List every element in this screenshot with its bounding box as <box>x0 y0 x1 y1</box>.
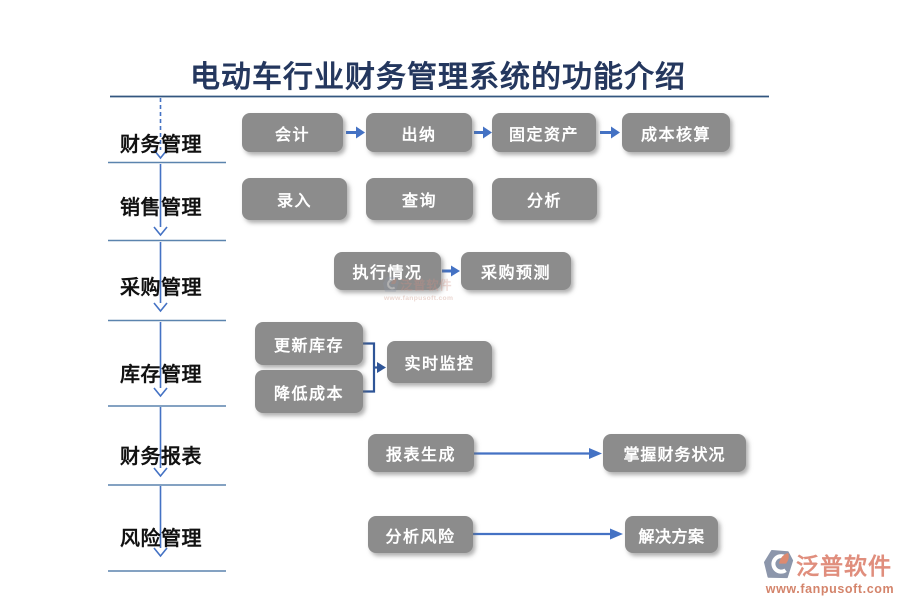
brand-logo-icon <box>764 549 794 578</box>
node-report-generation: 报表生成 <box>368 434 474 472</box>
right-arrow-icon <box>474 448 602 459</box>
category-label-report: 财务报表 <box>120 446 202 468</box>
brand-name: 泛普软件 <box>400 278 453 293</box>
node-solution: 解决方案 <box>625 516 718 553</box>
node-fixed-assets: 固定资产 <box>492 113 596 152</box>
down-arrow-icon <box>153 407 168 478</box>
brand-logo-icon <box>383 276 399 292</box>
category-separators <box>108 161 226 572</box>
brand-logo: 泛普软件 www.fanpusoft.com <box>764 547 896 596</box>
down-arrow-icon <box>153 242 168 313</box>
node-cashier: 出纳 <box>366 113 472 152</box>
category-label-sales: 销售管理 <box>120 197 202 219</box>
node-query: 查询 <box>366 178 473 220</box>
down-arrow-icon <box>153 322 168 398</box>
page-title: 电动车行业财务管理系统的功能介绍 <box>190 61 686 94</box>
node-update-inventory: 更新库存 <box>255 322 363 365</box>
node-reduce-cost: 降低成本 <box>255 370 363 413</box>
down-arrow-icon <box>153 164 168 237</box>
node-financial-status: 掌握财务状况 <box>603 434 746 472</box>
right-arrow-icon <box>473 528 623 540</box>
brand-url: www.fanpusoft.com <box>765 582 895 596</box>
merge-connector <box>363 342 386 393</box>
down-arrow-icon <box>153 486 168 558</box>
node-analysis: 分析 <box>492 178 597 220</box>
brand-name: 泛普软件 <box>796 553 892 579</box>
right-arrow-icon <box>474 126 492 139</box>
node-realtime-monitoring: 实时监控 <box>387 341 492 383</box>
node-cost-accounting: 成本核算 <box>622 113 730 152</box>
category-label-finance: 财务管理 <box>120 134 202 156</box>
node-purchase-forecast: 采购预测 <box>461 252 571 290</box>
brand-url: www.fanpusoft.com <box>383 293 454 302</box>
right-arrow-icon <box>600 126 620 139</box>
category-label-purchase: 采购管理 <box>120 277 202 299</box>
right-arrow-icon <box>377 362 386 373</box>
category-label-inventory: 库存管理 <box>120 364 202 386</box>
node-entry: 录入 <box>242 178 347 220</box>
node-accounting: 会计 <box>242 113 343 152</box>
node-risk-analysis: 分析风险 <box>368 516 473 553</box>
brand-watermark: 泛普软件 www.fanpusoft.com <box>383 275 454 301</box>
category-flow-arrows <box>153 98 168 558</box>
right-arrow-icon <box>346 126 365 139</box>
category-label-risk: 风险管理 <box>120 528 202 550</box>
row1-arrows <box>346 126 620 139</box>
down-arrow-icon <box>153 98 168 160</box>
right-arrow-icon <box>442 265 460 277</box>
